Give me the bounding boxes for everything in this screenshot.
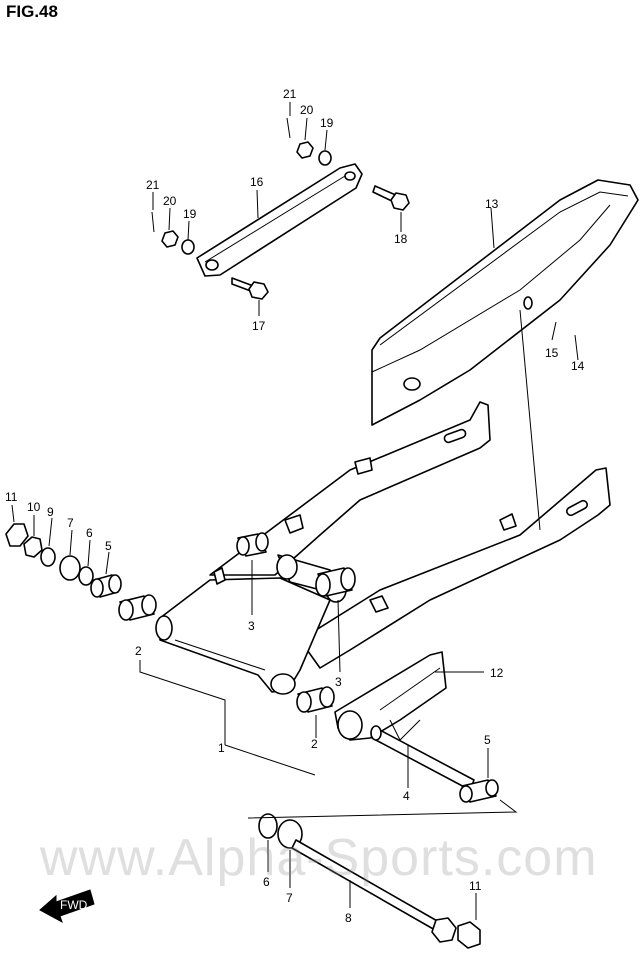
callout-20: 20 xyxy=(300,103,314,117)
callout-11: 11 xyxy=(5,490,18,504)
callout-3: 3 xyxy=(335,675,342,689)
callout-8: 8 xyxy=(345,911,352,925)
nut-washer-set-lower[interactable] xyxy=(151,211,195,255)
callout-16: 16 xyxy=(250,175,264,189)
bearing-2-lower-part[interactable] xyxy=(296,686,335,713)
bolt-18-part[interactable] xyxy=(372,185,410,211)
callout-4: 4 xyxy=(403,789,410,803)
callout-7: 7 xyxy=(286,891,293,905)
left-hardware-stack[interactable] xyxy=(5,523,94,586)
fwd-label: FWD xyxy=(60,898,88,912)
pivot-bolt-8-part[interactable] xyxy=(258,813,481,949)
torque-link-part[interactable] xyxy=(196,163,363,277)
callout-6: 6 xyxy=(86,526,93,540)
chain-slider-part[interactable] xyxy=(334,651,447,741)
shaft-4-part[interactable] xyxy=(370,725,475,791)
callout-19: 19 xyxy=(320,116,334,130)
callout-14: 14 xyxy=(571,359,585,373)
chain-case-part[interactable] xyxy=(371,179,639,426)
callout-13: 13 xyxy=(485,197,499,211)
callout-2: 2 xyxy=(135,644,142,658)
bearing-3-left-part[interactable] xyxy=(236,532,269,557)
callout-6: 6 xyxy=(263,875,270,889)
fwd-arrow-icon: FWD xyxy=(39,889,95,924)
swingarm-part[interactable] xyxy=(155,401,611,695)
callout-19: 19 xyxy=(183,207,197,221)
callout-5: 5 xyxy=(484,733,491,747)
collar-5-left-part[interactable] xyxy=(90,574,122,598)
callout-2: 2 xyxy=(311,737,318,751)
callout-5: 5 xyxy=(105,539,112,553)
callout-21: 21 xyxy=(283,87,297,101)
callout-21: 21 xyxy=(146,178,160,192)
nut-washer-set-upper[interactable] xyxy=(286,117,332,166)
figure-title: FIG.48 xyxy=(6,2,58,21)
bolt-17-part[interactable] xyxy=(231,277,269,300)
callout-17: 17 xyxy=(252,319,266,333)
callout-12: 12 xyxy=(490,666,504,680)
callout-10: 10 xyxy=(27,500,41,514)
callout-numbers: 21 20 19 21 20 19 16 17 18 13 15 14 11 1… xyxy=(5,87,585,925)
callout-3: 3 xyxy=(248,619,255,633)
callout-11: 11 xyxy=(469,879,482,893)
collar-5-right-part[interactable] xyxy=(459,779,499,803)
callout-20: 20 xyxy=(163,194,177,208)
callout-1: 1 xyxy=(218,741,225,755)
callout-15: 15 xyxy=(545,346,559,360)
bearing-3-right-part[interactable] xyxy=(315,567,356,597)
bearing-2-upper-part[interactable] xyxy=(118,594,157,621)
leader-lines xyxy=(11,102,579,920)
callout-9: 9 xyxy=(47,505,54,519)
callout-7: 7 xyxy=(67,516,74,530)
callout-18: 18 xyxy=(394,232,408,246)
